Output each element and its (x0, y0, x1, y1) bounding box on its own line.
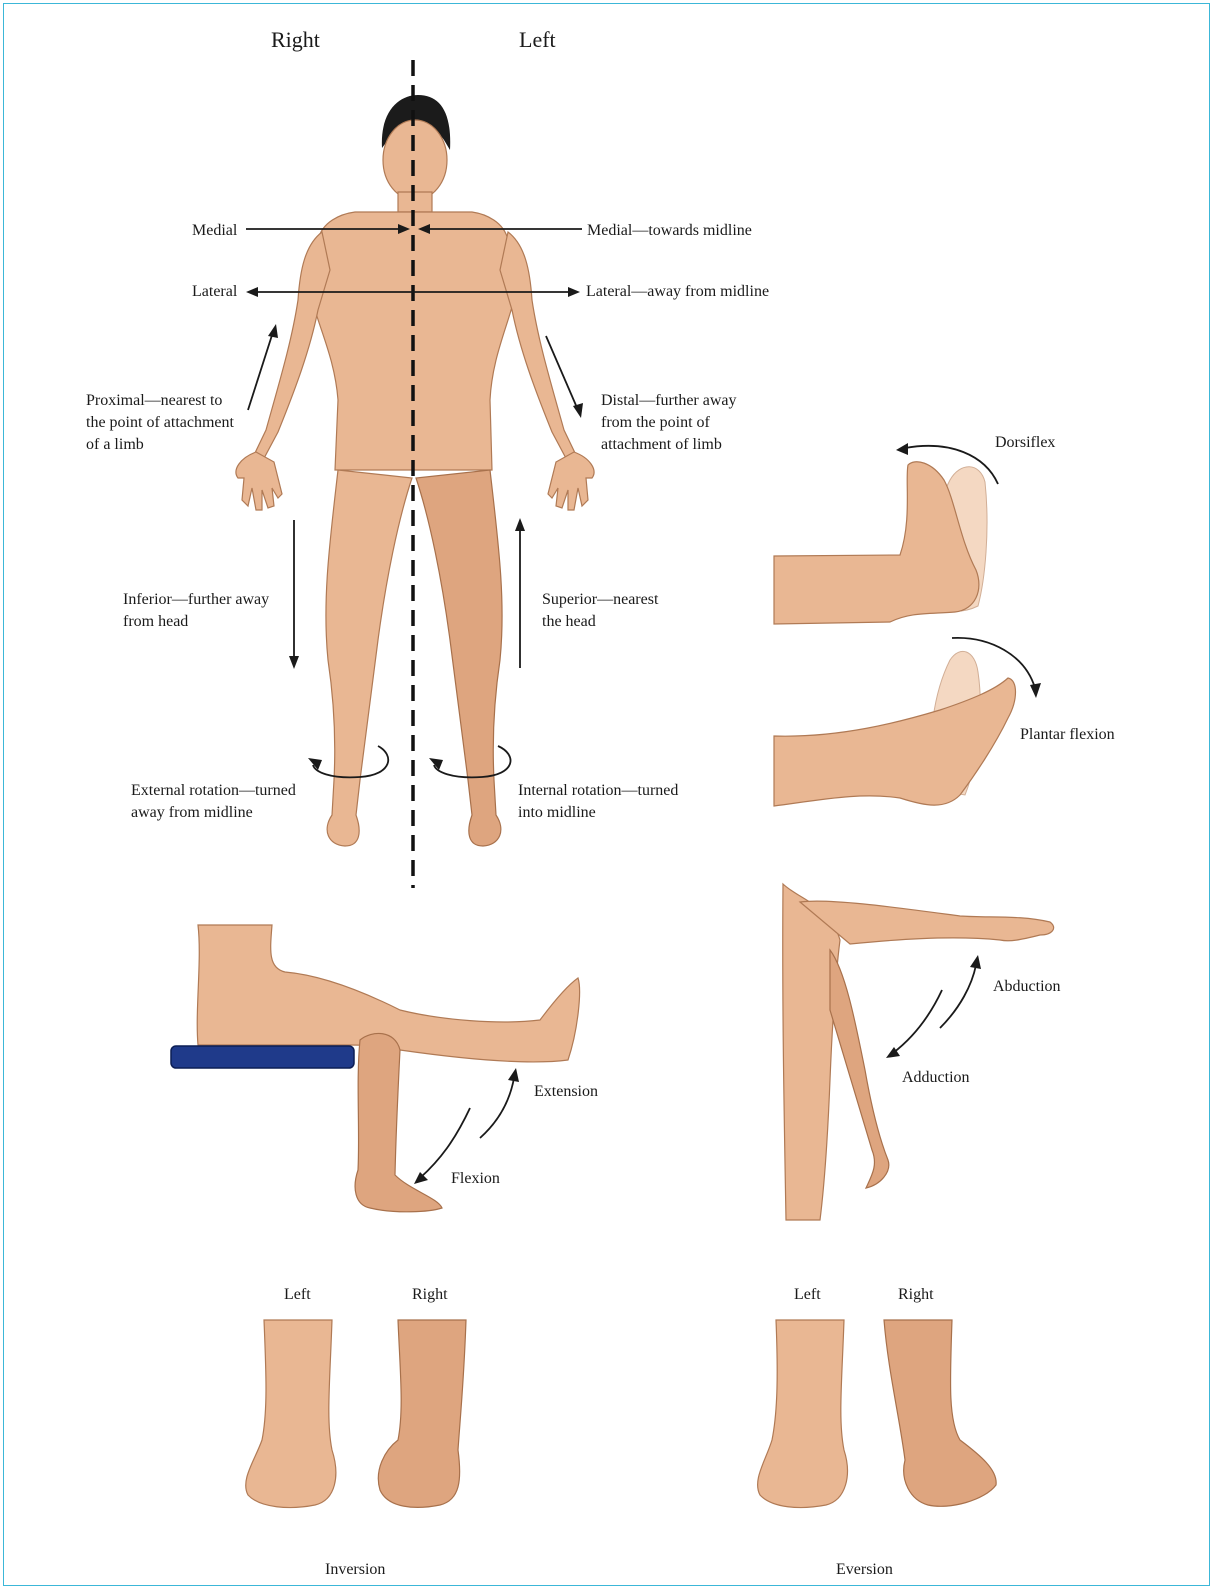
label-adduction: Adduction (902, 1067, 970, 1089)
adduction-arrow (893, 990, 942, 1053)
label-abduction: Abduction (993, 976, 1061, 998)
arm-illustration (783, 884, 1054, 1220)
label-external-rotation: External rotation—turned away from midli… (131, 780, 296, 824)
external-rotation-line-1: External rotation—turned (131, 780, 296, 802)
torso-side (783, 884, 840, 1220)
plantar-flexion-illustration (774, 638, 1041, 806)
label-inferior: Inferior—further away from head (123, 589, 269, 633)
cushion (171, 1046, 354, 1068)
eversion-right-foot (884, 1320, 996, 1506)
label-plantar-flexion: Plantar flexion (1020, 724, 1115, 746)
inversion-label-right: Right (412, 1284, 448, 1306)
internal-rotation-line-1: Internal rotation—turned (518, 780, 678, 802)
label-lateral-left: Lateral—away from midline (586, 281, 769, 303)
inversion-caption: Inversion (325, 1559, 385, 1581)
label-extension: Extension (534, 1081, 598, 1103)
right-arm (254, 232, 330, 462)
proximal-line-2: the point of attachment (86, 412, 234, 434)
left-leg (416, 470, 502, 846)
right-hand (236, 452, 282, 510)
neck (398, 192, 432, 212)
extension-arrow (480, 1078, 514, 1138)
lower-leg-plantar (774, 678, 1016, 806)
proximal-arrow (248, 332, 273, 410)
eversion-label-left: Left (794, 1284, 821, 1306)
knee-illustration (171, 925, 580, 1212)
distal-line-1: Distal—further away (601, 390, 737, 412)
superior-line-2: the head (542, 611, 658, 633)
label-internal-rotation: Internal rotation—turned into midline (518, 780, 678, 824)
proximal-line-3: of a limb (86, 434, 234, 456)
lowered-arm (830, 950, 889, 1188)
eversion-left-foot (758, 1320, 848, 1508)
eversion-label-right: Right (898, 1284, 934, 1306)
label-flexion: Flexion (451, 1168, 500, 1190)
label-lateral-right: Lateral (192, 281, 237, 303)
external-rotation-line-2: away from midline (131, 802, 296, 824)
label-dorsiflex: Dorsiflex (995, 432, 1055, 454)
left-arm (500, 232, 576, 462)
label-medial-right: Medial (192, 220, 237, 242)
right-leg (326, 470, 412, 846)
left-hand (548, 452, 594, 510)
abduction-arrow (940, 965, 976, 1028)
label-medial-left: Medial—towards midline (587, 220, 752, 242)
distal-line-3: attachment of limb (601, 434, 737, 456)
internal-rotation-line-2: into midline (518, 802, 678, 824)
inferior-line-1: Inferior—further away (123, 589, 269, 611)
distal-line-2: from the point of (601, 412, 737, 434)
proximal-line-1: Proximal—nearest to (86, 390, 234, 412)
inversion-label-left: Left (284, 1284, 311, 1306)
inversion-illustration (246, 1320, 466, 1508)
head (383, 120, 447, 200)
dorsiflex-illustration (774, 443, 998, 624)
inversion-left-foot (246, 1320, 336, 1508)
human-body-figure (236, 60, 594, 888)
label-proximal: Proximal—nearest to the point of attachm… (86, 390, 234, 456)
label-distal: Distal—further away from the point of at… (601, 390, 737, 456)
label-superior: Superior—nearest the head (542, 589, 658, 633)
eversion-caption: Eversion (836, 1559, 893, 1581)
inferior-line-2: from head (123, 611, 269, 633)
eversion-illustration (758, 1320, 997, 1508)
header-right: Right (271, 29, 320, 51)
header-left: Left (519, 29, 556, 51)
superior-line-1: Superior—nearest (542, 589, 658, 611)
inversion-right-foot (378, 1320, 466, 1507)
shin-flexed (355, 1033, 442, 1211)
